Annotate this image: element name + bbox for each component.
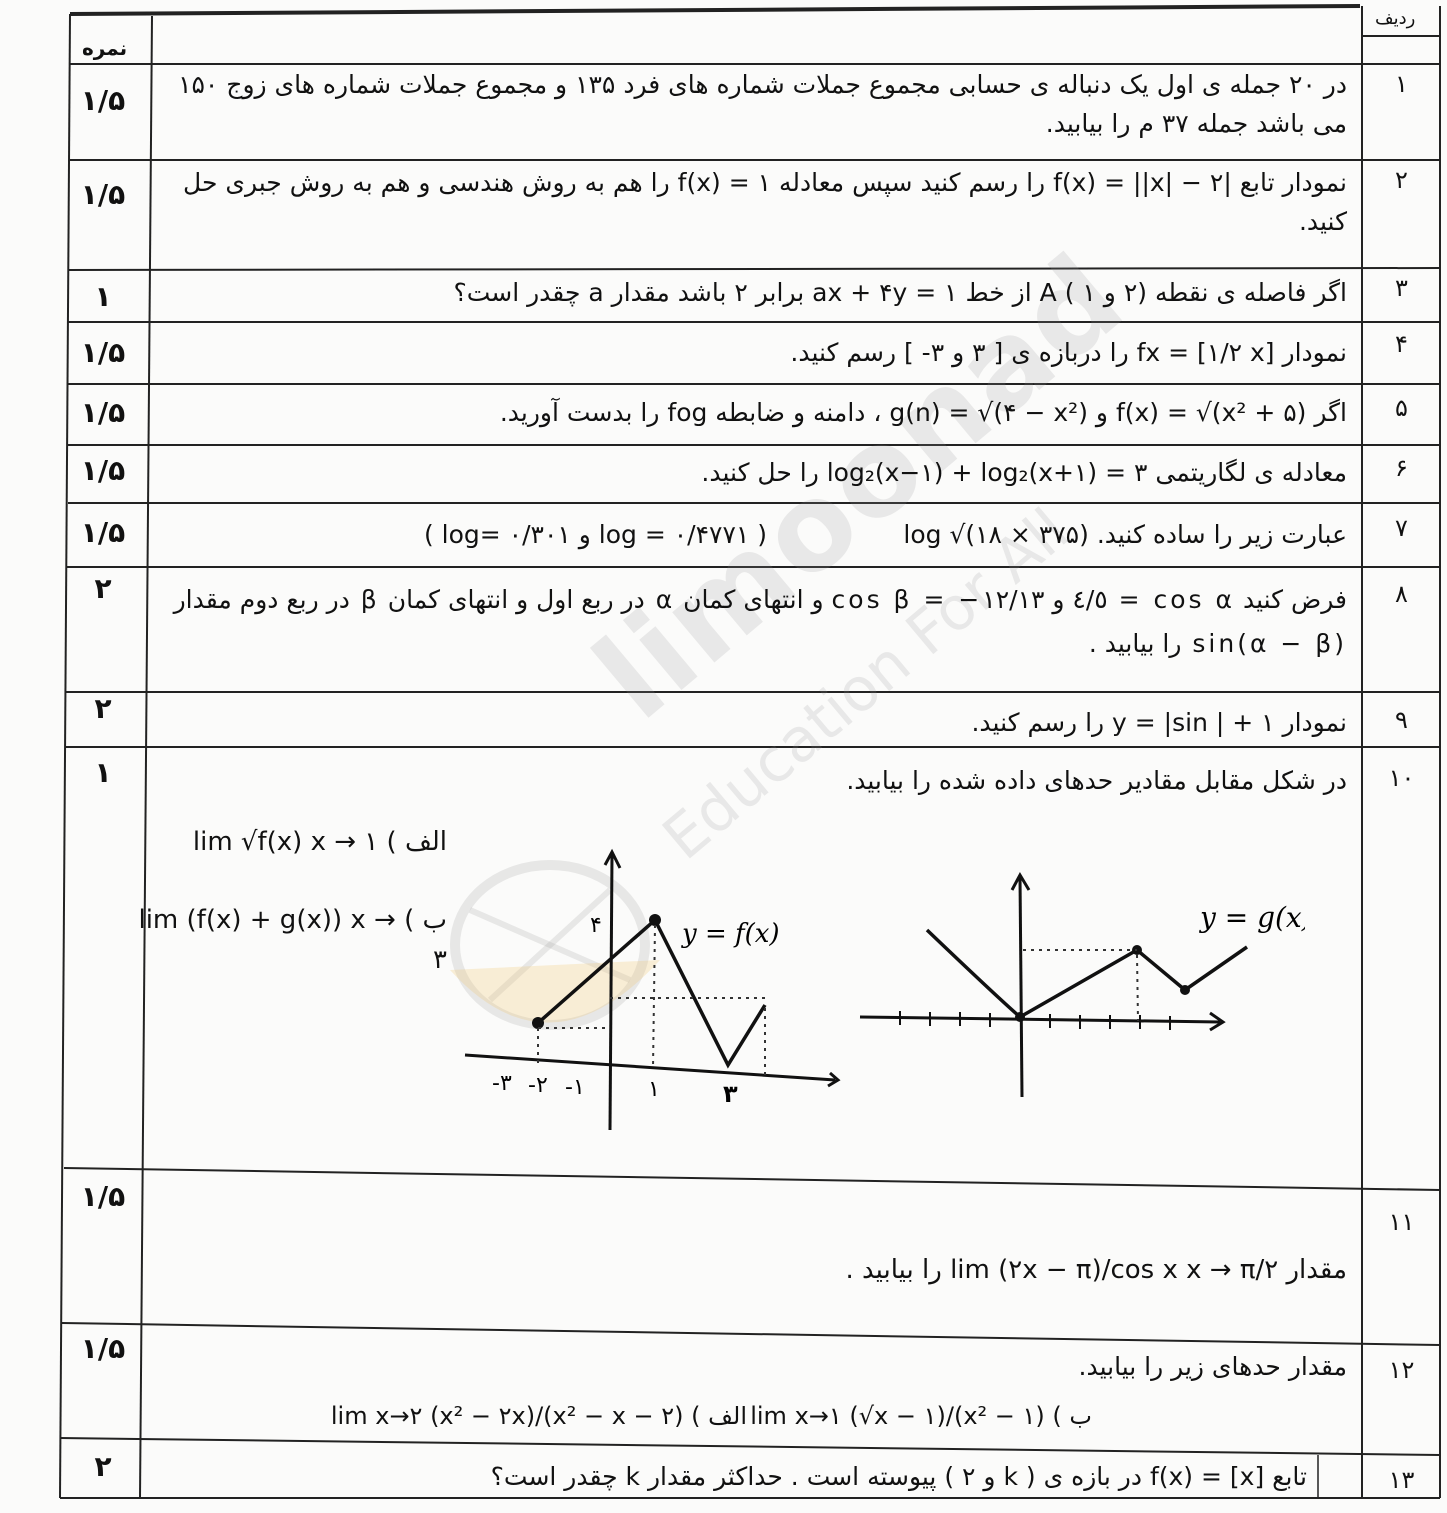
graph-f: ۴ y = f(x) -۳ -۲ -۱ ۱ ۳ <box>464 848 841 1131</box>
graph-g: y = g(x) <box>859 871 1305 1098</box>
graph-f-curve <box>536 917 767 1069</box>
row-10-part-b: ب ) lim (f(x) + g(x)) x → ۳ <box>138 905 447 976</box>
graph-g-origin-point <box>1015 1012 1025 1022</box>
row-1-score: ۱/۵ <box>80 84 126 117</box>
row-1-number: ۱ <box>1395 70 1408 98</box>
header-score-label: نمره <box>82 36 128 60</box>
graph-f-peak-point <box>649 914 661 926</box>
row-13-question: تابع f(x) = [x] در بازه ی ( k و ۲ ) پیوس… <box>490 1462 1307 1491</box>
row-12-question: مقدار حدهای زیر را بیابید. <box>1078 1352 1347 1381</box>
row-9-number: ۹ <box>1395 706 1408 734</box>
row-12-part-b: ب ) lim x→۱ (√x − ۱)/(x² − ۱) <box>750 1402 1092 1430</box>
row-8-question: فرض کنید cos α = ٤/٥ و cos β = −۱۲/۱۳ و … <box>173 585 1347 658</box>
row-10-number: ۱۰ <box>1388 764 1415 792</box>
row-6-number: ۶ <box>1395 454 1408 482</box>
row-10-score: ۱ <box>94 756 112 789</box>
graph-f-tick-2: -۲ <box>528 1073 548 1098</box>
row-8-number: ۸ <box>1395 580 1408 608</box>
row-3-question: اگر فاصله ی نقطه (۲ و ۱ ) A از خط ax + ۴… <box>453 278 1347 307</box>
row-11-question: مقدار lim (۲x − π)/cos x x → π/۲ را بیاب… <box>845 1255 1347 1285</box>
row-13-score: ۲ <box>94 1450 112 1483</box>
graph-g-curve <box>925 928 1248 1020</box>
row-5-score: ۱/۵ <box>80 396 126 429</box>
header-row-label: ردیف <box>1375 8 1416 29</box>
row-10-question: در شکل مقابل مقادیر حدهای داده شده را بی… <box>846 766 1347 795</box>
row-7-score: ۱/۵ <box>80 516 126 549</box>
row-8-score: ۲ <box>94 572 112 605</box>
row-1-question: در ۲۰ جمله ی اول یک دنباله ی حسابی مجموع… <box>178 70 1347 138</box>
graph-f-tick-4: ۱ <box>648 1077 660 1102</box>
row-5-question: اگر f(x) = √(x² + ۵) و g(n) = √(۴ − x²) … <box>499 398 1347 427</box>
graph-f-y-arrow <box>603 848 622 869</box>
row-11-score: ۱/۵ <box>80 1180 126 1213</box>
row-7-note: ( log = ۰/۴۷۷۱ و log= ۰/۳۰۱ ) <box>423 520 767 549</box>
row-4-number: ۴ <box>1395 330 1408 358</box>
row-2-question: نمودار تابع |f(x) = ||x| − ۲ را رسم کنید… <box>183 168 1347 236</box>
graph-g-valley-point <box>1180 985 1190 995</box>
graph-f-start-point <box>532 1017 544 1029</box>
graph-g-y-axis <box>1018 876 1024 1098</box>
row-12-score: ۱/۵ <box>80 1332 126 1365</box>
graph-g-y-arrow <box>1010 871 1031 891</box>
row-5-number: ۵ <box>1395 394 1408 422</box>
row-2-number: ۲ <box>1395 166 1408 194</box>
row-7-question: عبارت زیر را ساده کنید. log √(۱۸ × ۳۷۵) <box>903 520 1347 549</box>
graph-f-tick-5: ۳ <box>723 1080 738 1108</box>
row-9-question: نمودار y = |sin | + ۱ را رسم کنید. <box>971 708 1347 737</box>
row-6-question: معادله ی لگاریتمی log₂(x−۱) + log₂(x+۱) … <box>701 458 1347 487</box>
row-10-part-a: الف ) lim √f(x) x → ۱ <box>192 827 447 857</box>
graph-g-x-arrow <box>1209 1011 1226 1032</box>
row-2-score: ۱/۵ <box>80 178 126 211</box>
lemon-logo <box>450 860 660 1030</box>
graph-f-ytick: ۴ <box>590 913 602 938</box>
graph-g-x-axis <box>859 1015 1221 1024</box>
graph-g-label: y = g(x) <box>1198 901 1305 934</box>
row-6-score: ۱/۵ <box>80 454 126 487</box>
row-4-score: ۱/۵ <box>80 336 126 369</box>
row-12-part-a: الف ) lim x→۲ (x² − ۲x)/(x² − x − ۲) <box>330 1402 747 1430</box>
row-13-number: ۱۳ <box>1388 1466 1415 1494</box>
graph-f-tick-3: -۱ <box>565 1075 585 1100</box>
row-7-number: ۷ <box>1395 514 1408 542</box>
graph-f-x-axis <box>464 1053 836 1082</box>
row-3-score: ۱ <box>94 280 112 313</box>
row-12-number: ۱۲ <box>1388 1356 1415 1384</box>
row-9-score: ۲ <box>94 692 112 725</box>
graph-f-y-axis <box>608 854 614 1131</box>
graph-f-x-arrow <box>827 1071 841 1088</box>
row-3-number: ۳ <box>1395 274 1408 302</box>
row-4-question: نمودار fx = [۱/۲ x] را دربازه ی [ ۳ و ۳-… <box>790 338 1347 367</box>
row-11-number: ۱۱ <box>1388 1208 1415 1236</box>
graph-f-tick-1: -۳ <box>492 1071 512 1096</box>
graph-f-label: y = f(x) <box>681 919 780 949</box>
